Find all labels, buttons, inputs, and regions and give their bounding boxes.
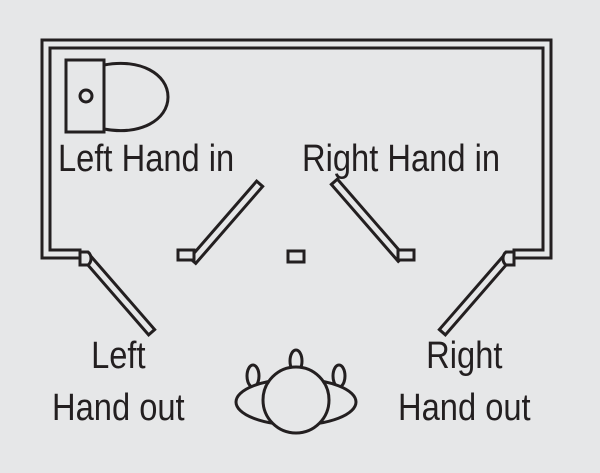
hinge-right-hand-in xyxy=(396,248,416,262)
room-outer-wall xyxy=(40,38,553,260)
person-top-view-icon xyxy=(234,348,358,435)
toilet-icon xyxy=(64,58,170,134)
hinge-right-hand-out xyxy=(501,250,516,267)
label-left-hand-out-line2: Hand out xyxy=(52,387,185,429)
door-right-hand-out xyxy=(437,250,515,337)
label-right-hand-out-line2: Hand out xyxy=(398,387,531,429)
label-right-hand-out: Right Hand out xyxy=(398,337,531,427)
label-left-hand-in: Left Hand in xyxy=(58,138,235,180)
center-marker xyxy=(286,249,306,264)
label-left-hand-out: Left Hand out xyxy=(52,337,185,427)
label-left-hand-out-line1: Left xyxy=(91,335,146,377)
door-right-hand-in xyxy=(329,177,407,264)
door-left-hand-out xyxy=(79,250,157,337)
hinge-left-hand-in xyxy=(176,248,196,262)
label-right-hand-in: Right Hand in xyxy=(302,138,501,180)
hinge-left-hand-out xyxy=(78,250,93,267)
door-left-hand-in xyxy=(187,179,265,266)
label-right-hand-out-line1: Right xyxy=(426,335,503,377)
room-inner-wall xyxy=(48,46,545,252)
